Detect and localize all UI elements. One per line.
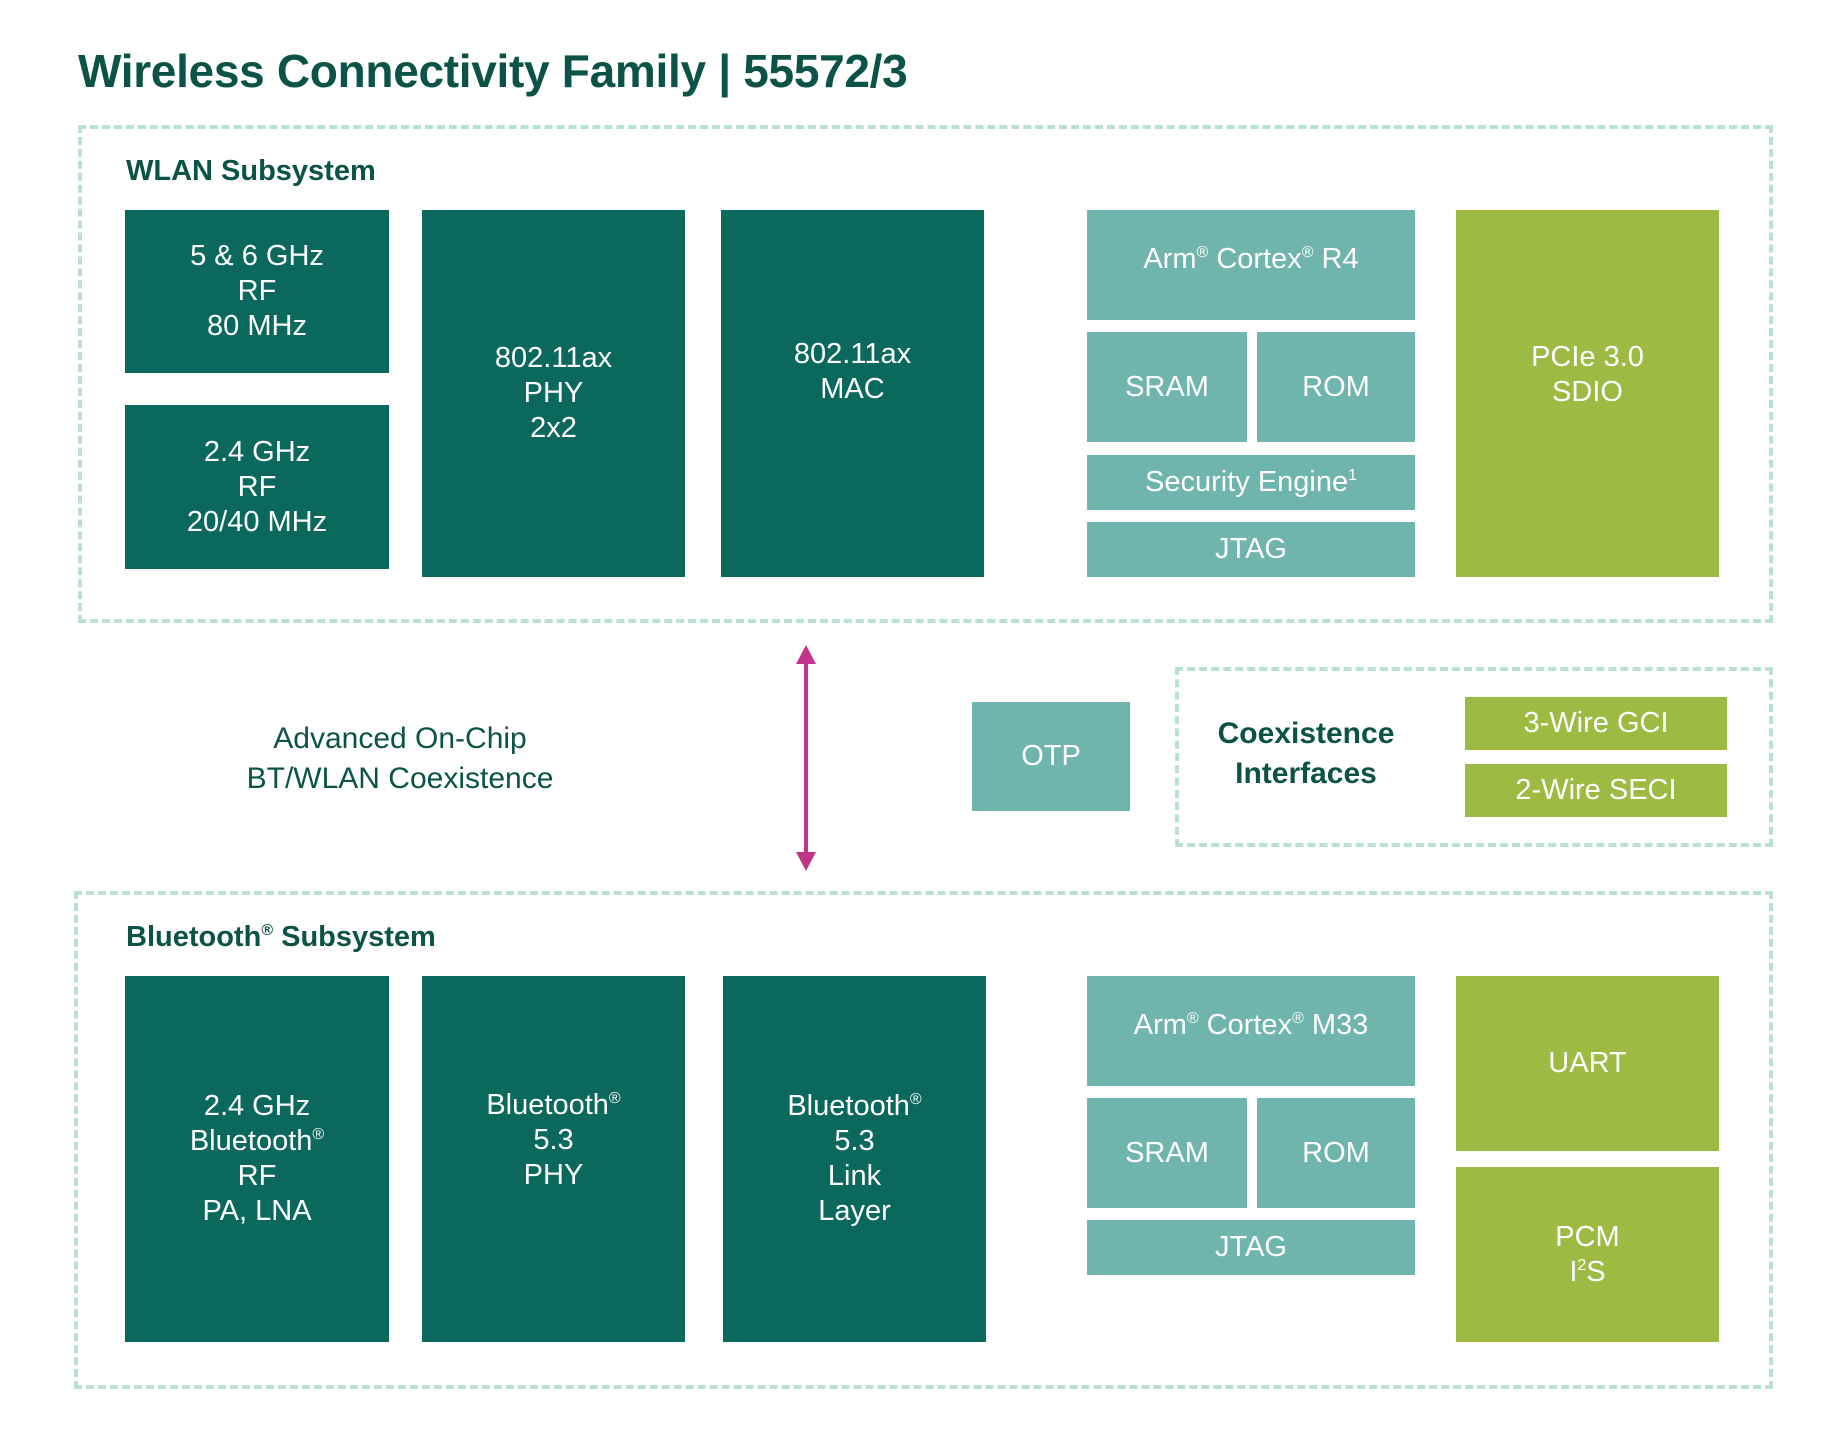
block-line: Bluetooth® <box>190 1124 324 1159</box>
block-line: I2S <box>1569 1255 1605 1290</box>
wlan-security-engine-block: Security Engine1 <box>1087 455 1415 510</box>
block-line: 2.4 GHz <box>203 435 311 468</box>
security-engine-label: Security Engine1 <box>1145 465 1357 500</box>
block-line: 2.4 GHz <box>203 1090 311 1122</box>
wlan-jtag-block: JTAG <box>1087 522 1415 577</box>
security-engine-text: Security Engine <box>1145 466 1349 498</box>
block-line: Link <box>827 1160 882 1192</box>
wlan-subsystem-frame <box>78 125 1773 623</box>
block-line: 2x2 <box>530 412 577 444</box>
bt-jtag-block: JTAG <box>1087 1220 1415 1275</box>
registered-mark: ® <box>1301 243 1314 261</box>
cpu-name: Arm® Cortex® M33 <box>1134 1008 1369 1043</box>
wlan-mac-block: 802.11ax MAC <box>721 210 984 577</box>
bt-label-text: Bluetooth <box>126 921 262 953</box>
bt-link-layer-block: Bluetooth® 5.3 Link Layer <box>723 976 986 1342</box>
arrow-head-down <box>796 852 816 871</box>
bluetooth-subsystem-label: Bluetooth® Subsystem <box>126 921 436 954</box>
block-line: SDIO <box>1552 376 1623 408</box>
bluetooth-subsystem-frame <box>74 891 1773 1389</box>
block-line: 5 & 6 GHz <box>190 240 324 272</box>
cpu-text: Cortex <box>1198 1009 1293 1041</box>
block-line: 80 MHz <box>207 310 307 342</box>
block-line: Bluetooth® <box>787 1089 921 1124</box>
registered-mark: ® <box>909 1090 922 1108</box>
registered-mark: ® <box>261 921 274 939</box>
block-line-text: Bluetooth <box>787 1090 910 1122</box>
wlan-subsystem-label: WLAN Subsystem <box>126 155 376 187</box>
cpu-text: M33 <box>1303 1009 1369 1041</box>
wlan-rf-2-4ghz-block: 2.4 GHz RF 20/40 MHz <box>125 405 389 569</box>
bt-cpu-block: Arm® Cortex® M33 <box>1087 976 1415 1086</box>
wlan-phy-block: 802.11ax PHY 2x2 <box>422 210 685 577</box>
registered-mark: ® <box>608 1089 621 1107</box>
bt-sram-block: SRAM <box>1087 1098 1247 1208</box>
cpu-text: Arm <box>1143 243 1197 275</box>
wlan-rf-5-6ghz-block: 5 & 6 GHz RF 80 MHz <box>125 210 389 373</box>
block-line: 5.3 <box>834 1125 875 1157</box>
bt-pcm-i2s-block: PCM I2S <box>1456 1167 1719 1342</box>
block-line: RF <box>237 1160 277 1192</box>
cpu-text: R4 <box>1313 243 1359 275</box>
bt-phy-block: Bluetooth® 5.3 PHY <box>422 976 685 1342</box>
bt-rom-block: ROM <box>1257 1098 1415 1208</box>
block-line: MAC <box>820 373 885 405</box>
wlan-cpu-block: Arm® Cortex® R4 <box>1087 210 1415 320</box>
bt-label-text: Subsystem <box>273 921 436 953</box>
arrow-head-up <box>796 645 816 664</box>
footnote-marker: 1 <box>1348 466 1357 484</box>
block-line: 802.11ax <box>494 342 613 374</box>
seci-2-wire-block: 2-Wire SECI <box>1465 764 1727 817</box>
gci-3-wire-block: 3-Wire GCI <box>1465 697 1727 750</box>
coex-label-line: Coexistence <box>1217 717 1395 750</box>
registered-mark: ® <box>312 1125 325 1143</box>
coexistence-line: BT/WLAN Coexistence <box>246 762 554 795</box>
block-line: PA, LNA <box>202 1195 312 1227</box>
wlan-sram-block: SRAM <box>1087 332 1247 442</box>
superscript: 2 <box>1577 1256 1587 1274</box>
wlan-host-interface-block: PCIe 3.0 SDIO <box>1456 210 1719 577</box>
cpu-text: Cortex <box>1208 243 1302 275</box>
otp-block: OTP <box>972 702 1130 811</box>
block-line: 802.11ax <box>793 338 912 370</box>
block-line-text: I <box>1569 1255 1578 1288</box>
bt-rf-block: 2.4 GHz Bluetooth® RF PA, LNA <box>125 976 389 1342</box>
cpu-name: Arm® Cortex® R4 <box>1143 242 1358 277</box>
block-line: 5.3 <box>533 1124 574 1156</box>
wlan-rom-block: ROM <box>1257 332 1415 442</box>
coexistence-interfaces-label: Coexistence Interfaces <box>1196 714 1416 794</box>
block-line: RF <box>237 275 277 307</box>
cpu-text: Arm <box>1133 1009 1187 1041</box>
block-line: RF <box>237 470 277 503</box>
registered-mark: ® <box>1292 1009 1304 1027</box>
coexistence-description: Advanced On-Chip BT/WLAN Coexistence <box>200 719 600 799</box>
block-line: 20/40 MHz <box>186 505 328 538</box>
coexistence-line: Advanced On-Chip <box>273 722 527 755</box>
registered-mark: ® <box>1186 1009 1199 1027</box>
block-line-text: S <box>1586 1255 1606 1288</box>
block-line: PCM <box>1555 1220 1620 1253</box>
coex-label-line: Interfaces <box>1235 757 1377 790</box>
block-line: Bluetooth® <box>486 1088 620 1123</box>
coexistence-interfaces-frame <box>1175 667 1773 847</box>
block-line: Layer <box>818 1195 891 1227</box>
bt-uart-block: UART <box>1456 976 1719 1151</box>
block-line: PHY <box>523 377 584 409</box>
block-line-text: Bluetooth <box>486 1089 609 1121</box>
block-line-text: Bluetooth <box>189 1125 313 1157</box>
diagram-title: Wireless Connectivity Family | 55572/3 <box>78 45 908 97</box>
registered-mark: ® <box>1196 243 1209 261</box>
double-headed-arrow-icon <box>796 645 816 871</box>
block-line: PCIe 3.0 <box>1531 341 1644 373</box>
block-line: PHY <box>523 1159 584 1191</box>
